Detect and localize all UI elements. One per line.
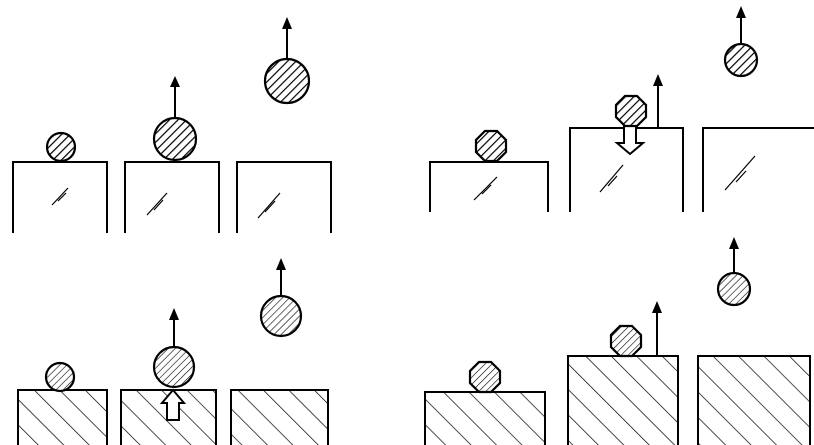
stage-3-detached bbox=[697, 237, 811, 445]
stage-3-detached bbox=[236, 17, 332, 233]
glass-mark bbox=[724, 155, 756, 191]
circle-particle-icon bbox=[152, 345, 196, 389]
up-arrow-icon bbox=[282, 17, 292, 58]
glass-substrate bbox=[12, 161, 108, 233]
glass-substrate bbox=[236, 161, 332, 233]
stage-2-pushed bbox=[120, 308, 217, 445]
circle-particle-icon bbox=[263, 57, 311, 105]
down-arrow-icon bbox=[614, 125, 646, 156]
stage-2-lifting bbox=[567, 301, 679, 445]
stage-1-attached bbox=[12, 131, 108, 233]
panel-top-left bbox=[12, 17, 332, 233]
octagon-particle-icon bbox=[614, 94, 648, 128]
circle-particle-icon bbox=[259, 294, 303, 338]
circle-particle-icon bbox=[45, 131, 77, 163]
circle-particle-icon bbox=[716, 271, 752, 307]
glass-mark bbox=[51, 187, 69, 206]
octagon-particle-icon bbox=[609, 324, 643, 358]
up-arrow-icon bbox=[652, 301, 662, 356]
stage-1-attached bbox=[424, 360, 546, 445]
stage-2-pushed bbox=[569, 74, 684, 212]
up-arrow-icon bbox=[736, 6, 746, 44]
stage-1-attached bbox=[17, 361, 108, 445]
up-arrow-icon bbox=[170, 76, 180, 117]
panel-bottom-left bbox=[17, 258, 329, 445]
panel-bottom-right bbox=[424, 237, 811, 445]
up-arrow-icon bbox=[729, 237, 739, 273]
glass-mark bbox=[146, 192, 168, 216]
octagon-particle-icon bbox=[474, 129, 508, 163]
stage-1-attached bbox=[429, 129, 549, 212]
hatched-substrate bbox=[120, 389, 217, 445]
stage-3-detached bbox=[230, 258, 329, 445]
glass-mark bbox=[473, 176, 498, 201]
up-arrow-icon bbox=[653, 74, 663, 128]
hatched-substrate bbox=[230, 389, 329, 445]
stage-2-lifting bbox=[124, 76, 220, 233]
circle-particle-icon bbox=[152, 116, 198, 162]
glass-mark bbox=[257, 192, 281, 219]
hatched-substrate bbox=[697, 355, 811, 445]
up-arrow-icon bbox=[169, 308, 179, 347]
panel-top-right bbox=[429, 6, 814, 212]
glass-mark bbox=[599, 164, 624, 193]
circle-particle-icon bbox=[723, 42, 759, 78]
up-arrow-icon bbox=[276, 258, 286, 296]
up-push-arrow-icon bbox=[159, 388, 187, 421]
glass-substrate bbox=[124, 161, 220, 233]
glass-substrate bbox=[702, 127, 814, 212]
circle-particle-icon bbox=[44, 361, 76, 393]
stage-3-detached bbox=[702, 6, 814, 212]
octagon-particle-icon bbox=[468, 360, 502, 394]
